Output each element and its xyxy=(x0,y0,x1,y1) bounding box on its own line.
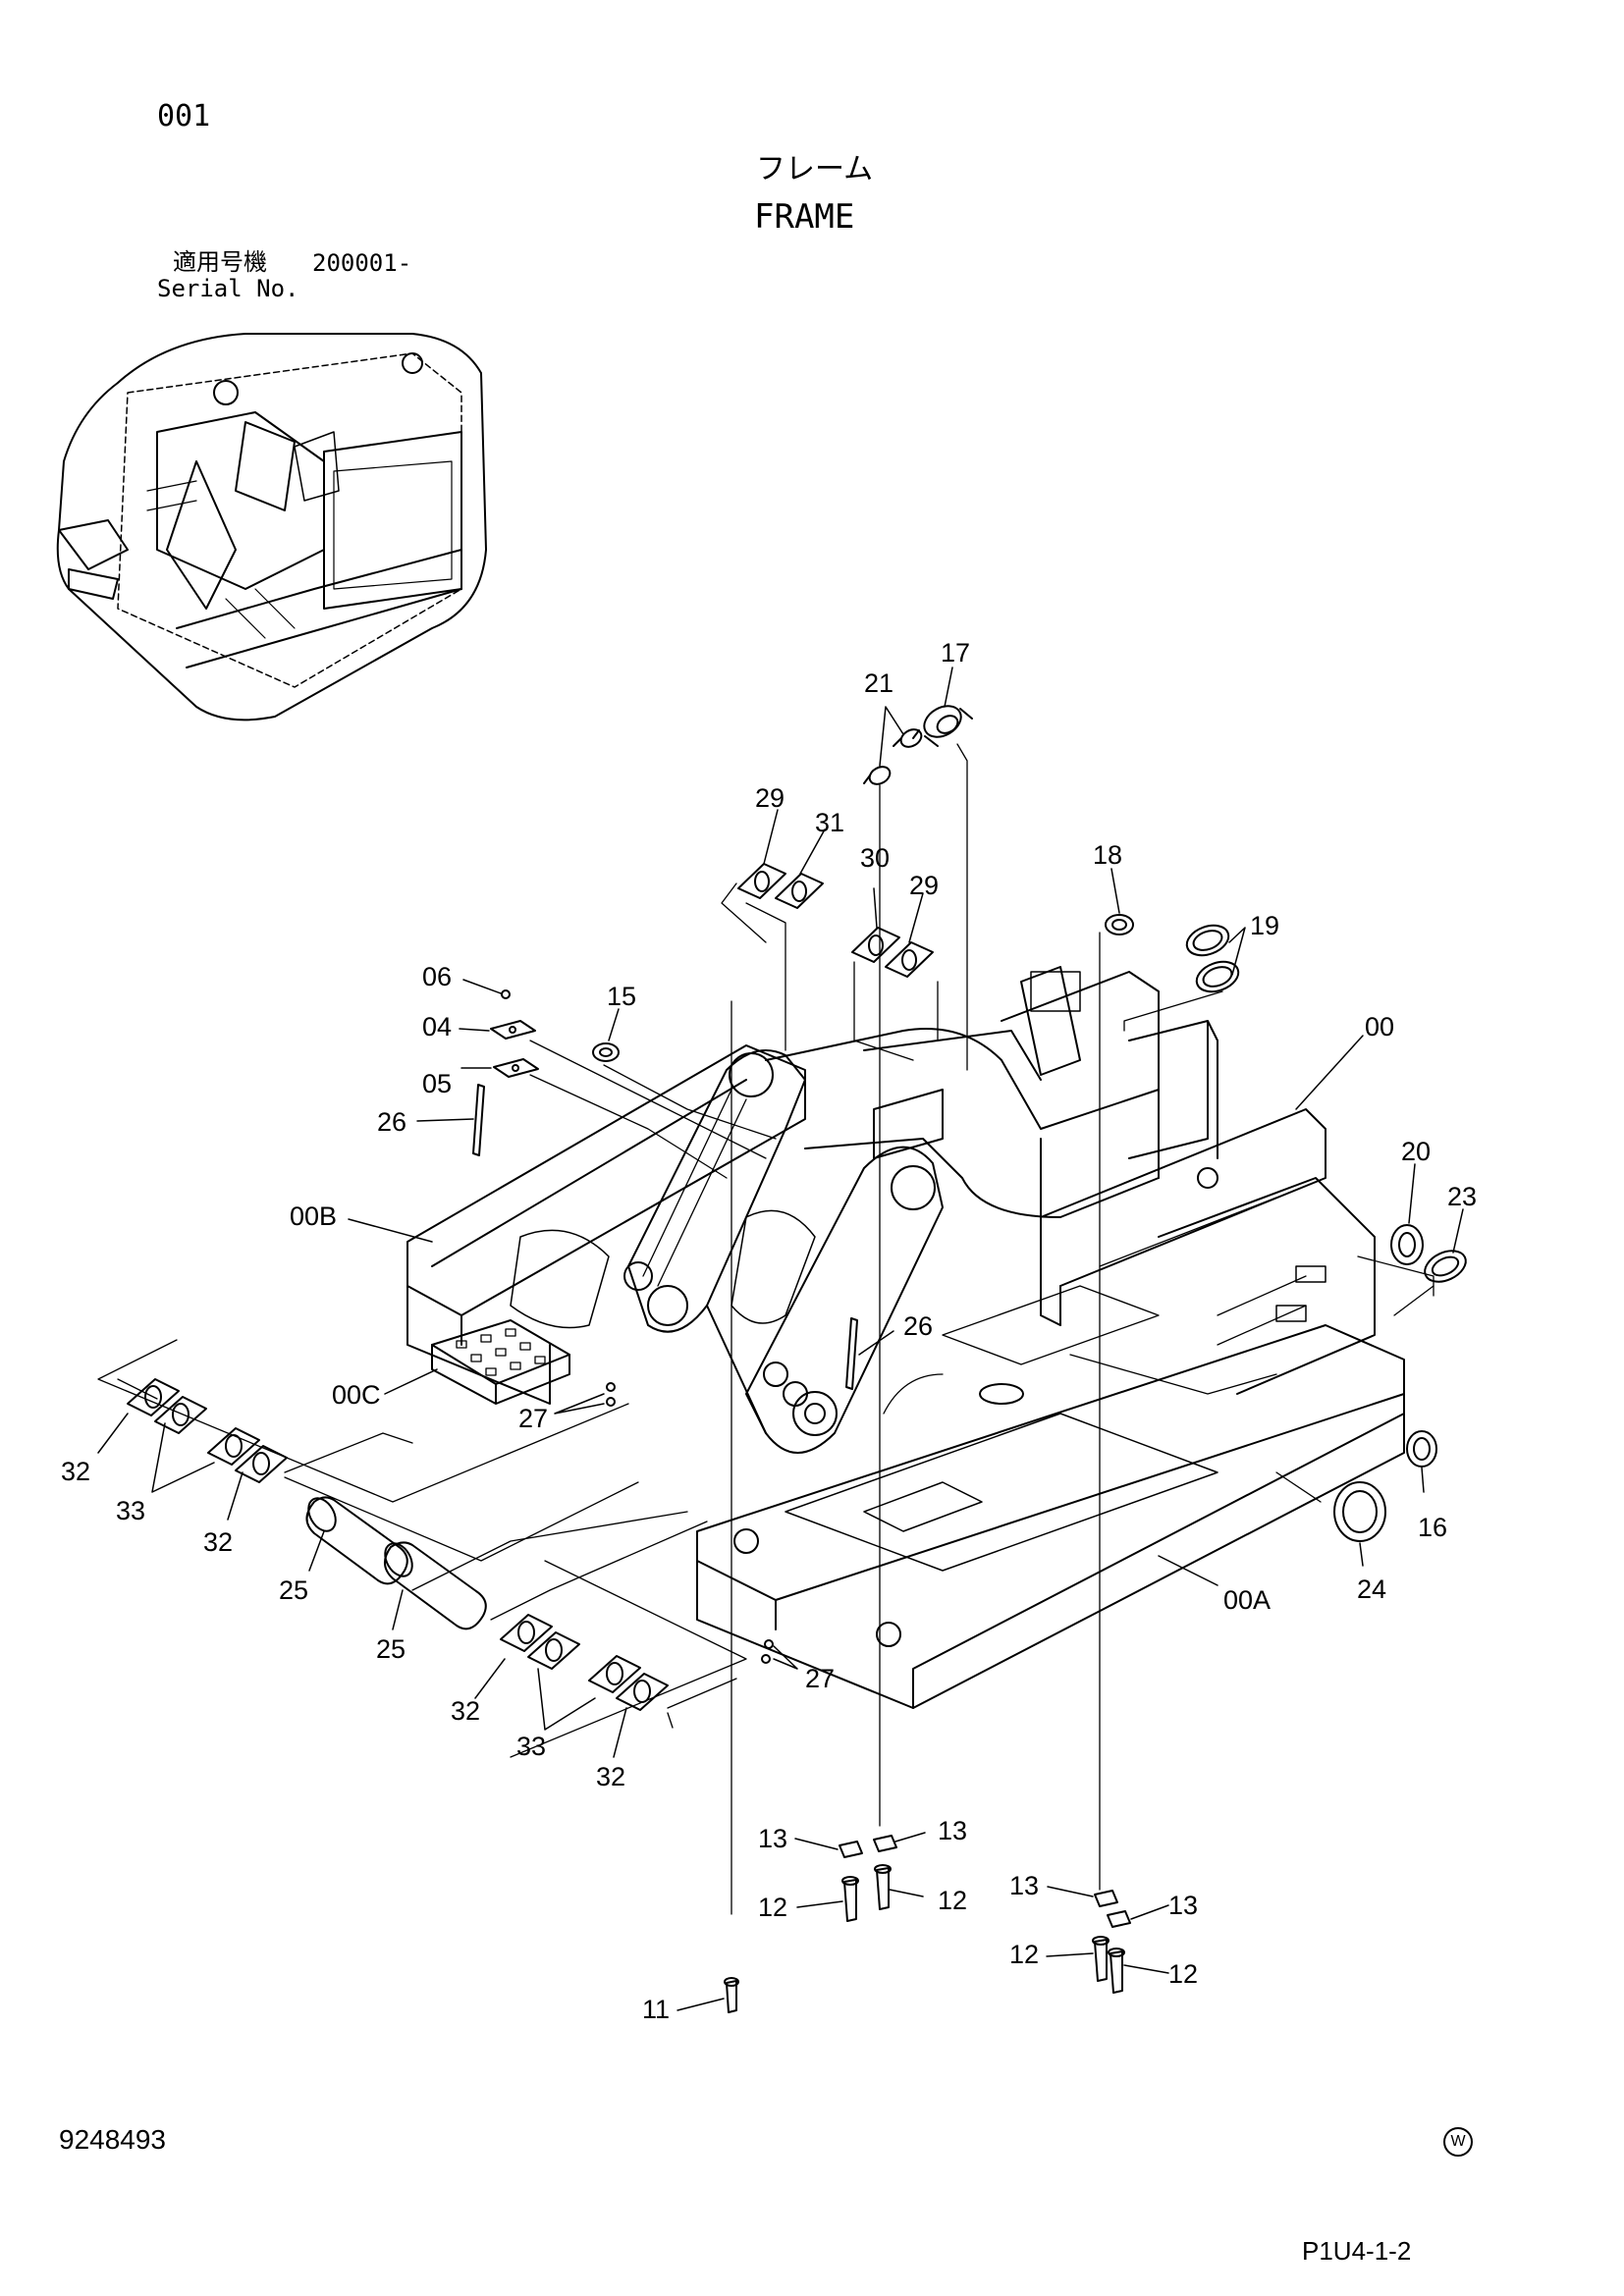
callout-13-third: 13 xyxy=(1009,1871,1040,1900)
serial-label-japanese: 適用号機 xyxy=(173,249,267,276)
callout-31: 31 xyxy=(815,808,845,837)
callout-12-third: 12 xyxy=(1009,1940,1040,1969)
callout-27-second: 27 xyxy=(805,1664,836,1693)
callout-13: 13 xyxy=(758,1824,788,1853)
callout-32-second: 32 xyxy=(203,1527,234,1557)
callout-18: 18 xyxy=(1093,840,1123,870)
callout-00A: 00A xyxy=(1223,1585,1272,1615)
reference-lines xyxy=(97,743,1435,1915)
leader-lines xyxy=(97,667,1464,2011)
callout-29-second: 29 xyxy=(909,871,940,900)
callout-15: 15 xyxy=(607,982,637,1011)
callout-04: 04 xyxy=(422,1012,453,1041)
callout-17: 17 xyxy=(941,638,971,667)
callout-12-fourth: 12 xyxy=(1168,1959,1199,1989)
callout-32-third: 32 xyxy=(451,1696,481,1726)
callout-32: 32 xyxy=(61,1457,91,1486)
manufacturer-mark: W xyxy=(1443,2127,1473,2157)
callout-26: 26 xyxy=(377,1107,407,1137)
overview-thumbnail xyxy=(56,333,487,721)
callout-00C: 00C xyxy=(332,1380,381,1410)
serial-value: 200001- xyxy=(312,249,412,277)
main-frame xyxy=(406,966,1405,1709)
callout-27: 27 xyxy=(518,1404,549,1433)
title-english: FRAME xyxy=(754,197,855,237)
callout-20: 20 xyxy=(1401,1137,1432,1166)
callout-32-fourth: 32 xyxy=(596,1762,626,1791)
callout-00B: 00B xyxy=(290,1201,338,1231)
callout-26-second: 26 xyxy=(903,1311,934,1341)
document-number: 9248493 xyxy=(59,2124,167,2155)
callout-19: 19 xyxy=(1250,911,1280,940)
serial-label-english: Serial No. xyxy=(157,275,299,302)
callout-05: 05 xyxy=(422,1069,453,1098)
loose-parts xyxy=(127,705,1467,2013)
callout-00: 00 xyxy=(1365,1012,1395,1041)
callout-29: 29 xyxy=(755,783,785,813)
callout-16: 16 xyxy=(1418,1513,1448,1542)
page-number: 001 xyxy=(157,99,211,133)
callout-12-second: 12 xyxy=(938,1886,968,1915)
callout-13-fourth: 13 xyxy=(1168,1891,1199,1920)
callout-33-second: 33 xyxy=(516,1732,547,1761)
callout-06: 06 xyxy=(422,962,453,991)
callout-12: 12 xyxy=(758,1893,788,1922)
callout-33: 33 xyxy=(116,1496,146,1525)
callout-13-second: 13 xyxy=(938,1816,968,1845)
title-japanese: フレーム xyxy=(756,153,874,186)
callout-25-second: 25 xyxy=(376,1634,406,1664)
callout-23: 23 xyxy=(1447,1182,1478,1211)
page-reference: P1U4-1-2 xyxy=(1302,2236,1412,2266)
callout-30: 30 xyxy=(860,843,891,873)
callout-21: 21 xyxy=(864,668,894,698)
callout-25: 25 xyxy=(279,1575,309,1605)
callout-24: 24 xyxy=(1357,1575,1387,1604)
callout-11: 11 xyxy=(642,1995,671,2024)
